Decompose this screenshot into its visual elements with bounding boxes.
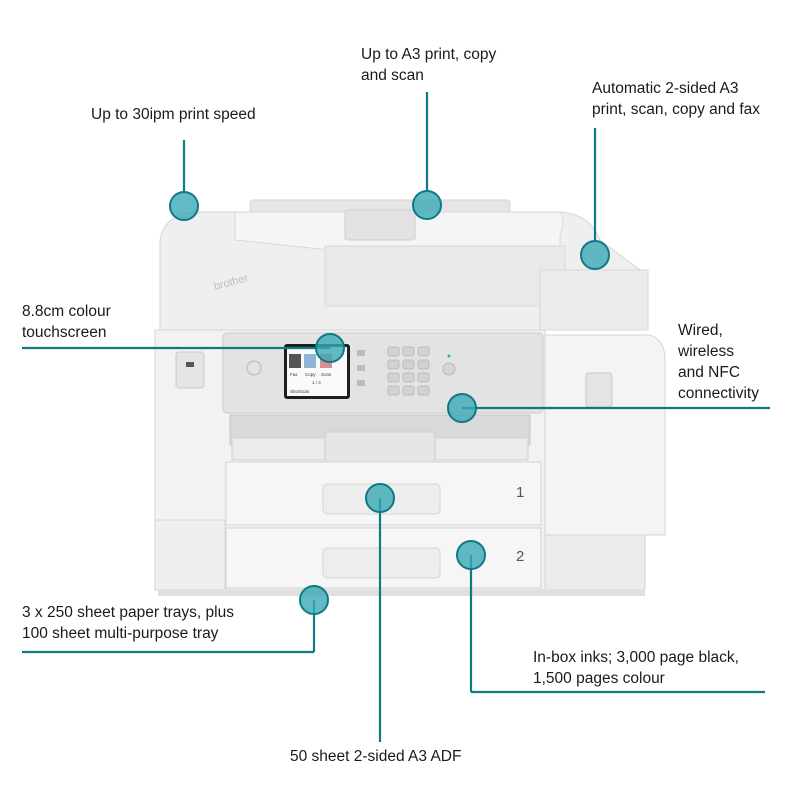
callout-text: print, scan, copy and fax — [592, 101, 761, 118]
callout-touchscreen: 8.8cm colour touchscreen — [22, 301, 111, 343]
marker-print-speed — [169, 191, 199, 221]
callout-text: 3 x 250 sheet paper trays, plus — [22, 604, 234, 621]
callout-text: Wired, — [678, 322, 723, 339]
callout-text: and NFC — [678, 364, 741, 381]
callout-trays: 3 x 250 sheet paper trays, plus 100 shee… — [22, 602, 234, 644]
svg-text:1: 1 — [516, 484, 524, 501]
svg-text:2: 2 — [516, 548, 524, 565]
callout-inks: In-box inks; 3,000 page black, 1,500 pag… — [533, 647, 739, 689]
callout-connectivity: Wired, wireless and NFC connectivity — [678, 320, 759, 404]
callout-text: 8.8cm colour — [22, 303, 111, 320]
callout-print-speed: Up to 30ipm print speed — [91, 104, 256, 125]
callout-text: 100 sheet multi-purpose tray — [22, 625, 219, 642]
callout-text: touchscreen — [22, 324, 107, 341]
marker-inks — [456, 540, 486, 570]
callout-text: Up to A3 print, copy — [361, 46, 497, 63]
callout-text: wireless — [678, 343, 734, 360]
ink-cover — [544, 334, 666, 536]
callout-text: In-box inks; 3,000 page black, — [533, 649, 739, 666]
callout-adf: 50 sheet 2-sided A3 ADF — [290, 746, 461, 767]
marker-trays — [299, 585, 329, 615]
marker-adf — [365, 483, 395, 513]
callout-text: Automatic 2-sided A3 — [592, 80, 739, 97]
keypad-icon — [387, 346, 430, 396]
callout-text: 50 sheet 2-sided A3 ADF — [290, 748, 462, 765]
callout-text: connectivity — [678, 385, 759, 402]
svg-text:1 / 4: 1 / 4 — [312, 380, 321, 385]
callout-lines — [22, 92, 770, 742]
svg-text:Shortcuts: Shortcuts — [290, 389, 310, 394]
marker-connectivity — [447, 393, 477, 423]
callout-text: Up to 30ipm print speed — [91, 106, 256, 123]
printer: brother Fax Copy Scan 1 / 4 Shortcuts — [154, 199, 666, 596]
svg-text:Copy: Copy — [305, 372, 316, 377]
nfc-icon — [246, 360, 262, 376]
marker-touchscreen — [315, 333, 345, 363]
marker-a3-print — [412, 190, 442, 220]
marker-duplex — [580, 240, 610, 270]
power-button — [442, 362, 456, 376]
svg-text:Fax: Fax — [290, 372, 298, 377]
callout-markers — [169, 190, 610, 615]
callout-a3-print: Up to A3 print, copy and scan — [361, 44, 496, 86]
callout-duplex: Automatic 2-sided A3 print, scan, copy a… — [592, 78, 760, 120]
control-panel — [222, 332, 544, 414]
svg-text:Scan: Scan — [321, 372, 332, 377]
callout-text: 1,500 pages colour — [533, 670, 665, 687]
callout-text: and scan — [361, 67, 424, 84]
